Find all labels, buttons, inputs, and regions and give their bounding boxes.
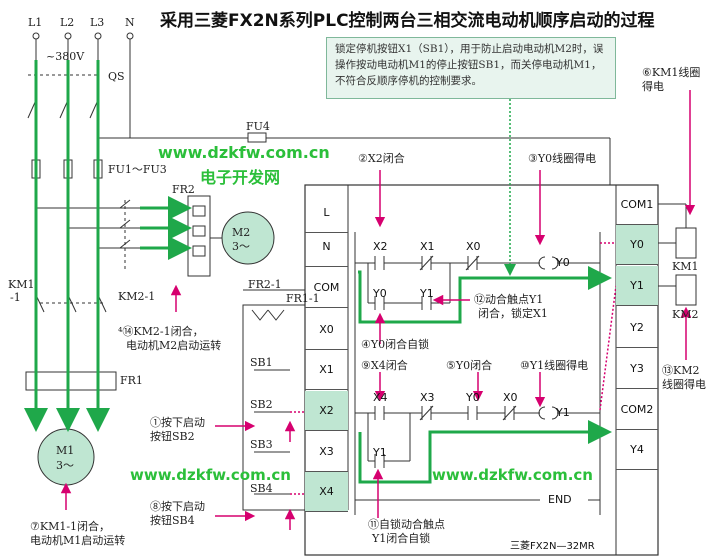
annotation-11b: Y1闭合自锁 (372, 532, 431, 545)
watermark-brand: 电子开发网 (200, 168, 281, 187)
ladder-r1-x2: X2 (373, 240, 388, 253)
fr1-relay (25, 371, 117, 391)
plc-output-com2: COM2 (616, 390, 658, 430)
annotation-8a: ⑧按下启动 (150, 500, 205, 513)
plc-output-y2: Y2 (616, 308, 658, 348)
label-m1-sub: 3～ (56, 459, 74, 472)
label-l2: L2 (60, 16, 75, 29)
page-title: 采用三菱FX2N系列PLC控制两台三相交流电动机顺序启动的过程 (160, 11, 655, 31)
ladder-r3-y0: Y0 (466, 391, 480, 404)
annotation-7b: 电动机M1启动运转 (30, 534, 126, 547)
ladder-r3-y1-coil: Y1 (556, 406, 570, 419)
annotation-5: ⑤Y0闭合 (446, 359, 493, 372)
rung-3 (355, 405, 600, 468)
plc-output-y4: Y4 (616, 430, 658, 470)
annotation-8b: 按钮SB4 (150, 514, 195, 527)
label-l1: L1 (28, 16, 43, 29)
power-flow-arrows (24, 60, 192, 432)
ladder-r2-y1: Y1 (420, 287, 434, 300)
plc-input-x1: X1 (305, 350, 348, 390)
label-m2-sub: 3～ (232, 240, 250, 253)
annotation-7a: ⑦KM1-1闭合， (30, 520, 111, 533)
annotation-6a: ⑥KM1线圈 (642, 66, 701, 79)
ladder-r1-x0: X0 (466, 240, 481, 253)
km1-contacts (35, 294, 107, 313)
plc-input-com: COM (305, 268, 348, 308)
power-terminals (32, 32, 134, 40)
label-sb2: SB2 (250, 398, 273, 411)
plc-input-l: L (305, 193, 348, 233)
label-fr2-1: FR2-1 (248, 278, 282, 291)
plc-input-x2: X2 (305, 391, 348, 431)
watermark-bottom-left: www.dzkfw.com.cn (130, 466, 291, 484)
ladder-r3-x4: X4 (373, 391, 388, 404)
ladder-r3-x3: X3 (420, 391, 435, 404)
annotation-6b: 得电 (642, 80, 664, 93)
annotation-14a: ⁴⑭KM2-1闭合， (118, 325, 204, 338)
ladder-r3-x0: X0 (503, 391, 518, 404)
plc-input-n: N (305, 227, 348, 267)
annotation-9: ⑨X4闭合 (361, 359, 408, 372)
label-sb1: SB1 (250, 356, 273, 369)
label-voltage: ~380V (46, 50, 85, 63)
output-coils (658, 203, 697, 306)
label-m1: M1 (56, 444, 75, 457)
annotation-10: ⑩Y1线圈得电 (520, 359, 589, 372)
annotation-12a: ⑫动合触点Y1 (474, 293, 544, 306)
ladder-r4-y1: Y1 (373, 446, 387, 459)
note-box: 锁定停机按钮X1（SB1），用于防止启动电动机M2时，误操作按动电动机M1的停止… (326, 37, 616, 99)
plc-input-x4: X4 (305, 472, 348, 512)
annotation-14b: 电动机M2启动运转 (126, 339, 222, 352)
label-coil-km1: KM1 (672, 260, 699, 273)
annotation-11a: ⑪自锁动合触点 (368, 518, 445, 531)
label-fu4: FU4 (246, 120, 270, 133)
label-km1-sub: -1 (10, 291, 21, 304)
label-n: N (125, 16, 135, 29)
label-sb4: SB4 (250, 482, 273, 495)
plc-input-x0: X0 (305, 310, 348, 350)
label-m2: M2 (232, 226, 251, 239)
label-fuses: FU1～FU3 (108, 163, 167, 176)
ladder-r1-y0-coil: Y0 (556, 256, 570, 269)
ladder-end: END (548, 493, 572, 506)
annotation-1b: 按钮SB2 (150, 430, 195, 443)
label-fr1-1: FR1-1 (286, 292, 320, 305)
annotation-3: ③Y0线圈得电 (528, 152, 597, 165)
plc-output-y3: Y3 (616, 349, 658, 389)
label-km2-1: KM2-1 (118, 290, 156, 303)
plc-input-x3: X3 (305, 432, 348, 472)
plc-model: 三菱FX2N—32MR (510, 541, 595, 552)
label-fr2: FR2 (172, 183, 195, 196)
annotation-4: ④Y0闭合自锁 (361, 338, 430, 351)
label-qs: QS (108, 70, 125, 83)
rung-1 (355, 255, 600, 310)
annotation-13a: ⑬KM2 (662, 364, 700, 377)
annotation-12b: 闭合，锁定X1 (478, 307, 548, 320)
plc-output-y1: Y1 (616, 266, 658, 306)
label-sb3: SB3 (250, 438, 273, 451)
ladder-flow (358, 266, 612, 484)
watermark-top: www.dzkfw.com.cn (158, 143, 330, 162)
km2-1-contacts (119, 199, 131, 270)
plc-frame (304, 184, 659, 556)
annotation-13b: 线圈得电 (662, 378, 706, 391)
annotation-arrows (60, 90, 696, 530)
ladder-r1-x1: X1 (420, 240, 435, 253)
label-l3: L3 (90, 16, 105, 29)
annotation-2: ②X2闭合 (358, 152, 405, 165)
label-km1: KM1 (8, 278, 35, 291)
plc-output-y0: Y0 (616, 225, 658, 265)
ladder-r2-y0: Y0 (373, 287, 387, 300)
m1-motor (37, 428, 95, 486)
label-fr1: FR1 (120, 374, 143, 387)
watermark-bottom-right: www.dzkfw.com.cn (432, 466, 593, 484)
annotation-1a: ①按下启动 (150, 416, 205, 429)
plc-output-com1: COM1 (616, 185, 658, 225)
label-coil-km2: KM2 (672, 308, 699, 321)
